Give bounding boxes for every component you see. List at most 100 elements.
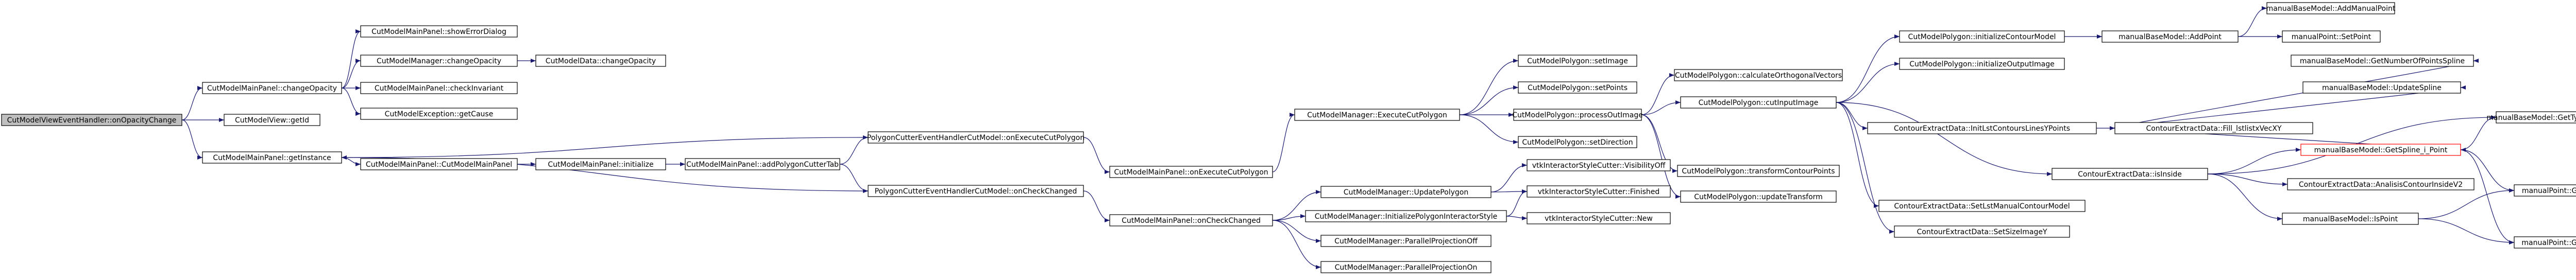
graph-node[interactable]: CutModelMainPanel::checkInvariant [360, 82, 518, 94]
graph-node[interactable]: manualBaseModel::AddPoint [2102, 30, 2239, 43]
graph-node[interactable]: CutModelPolygon::setDirection [1518, 136, 1637, 148]
graph-node[interactable]: CutModelMainPanel::onExecuteCutPolygon [1109, 166, 1273, 178]
graph-node[interactable]: ContourExtractData::SetSizeImageY [1894, 225, 2070, 238]
graph-node[interactable]: vtkInteractorStyleCutter::Finished [1527, 185, 1671, 198]
graph-node[interactable]: manualBaseModel::IsPoint [2282, 213, 2419, 225]
graph-node[interactable]: ContourExtractData::Fill_lstlistxVecXY [2114, 122, 2313, 134]
graph-node[interactable]: CutModelManager::ExecuteCutPolygon [1294, 109, 1460, 121]
node-box [685, 158, 840, 170]
node-box [1899, 30, 2065, 43]
graph-node[interactable]: CutModelMainPanel::showErrorDialog [360, 25, 518, 38]
node-label: CutModelMainPanel::showErrorDialog [371, 28, 506, 36]
node-box [1527, 159, 1671, 171]
graph-node[interactable]: CutModelException::getCause [360, 108, 518, 120]
graph-node[interactable]: CutModelData::changeOpacity [535, 55, 666, 67]
node-box [1, 114, 182, 126]
node-label: CutModelPolygon::setPoints [1528, 84, 1628, 92]
graph-node[interactable]: CutModelMainPanel::onCheckChanged [1109, 214, 1273, 226]
node-label: PolygonCutterEventHandlerCutModel::onExe… [867, 134, 1084, 142]
node-label: manualPoint::SetPoint [2292, 33, 2371, 41]
graph-node[interactable]: PolygonCutterEventHandlerCutModel::onExe… [867, 131, 1084, 144]
graph-node[interactable]: vtkInteractorStyleCutter::VisibilityOff [1527, 159, 1671, 171]
node-box [1294, 109, 1460, 121]
graph-node[interactable]: CutModelPolygon::setImage [1518, 55, 1637, 67]
graph-node[interactable]: ContourExtractData::isInside [2052, 168, 2208, 180]
graph-node[interactable]: manualBaseModel::UpdateSpline [2302, 81, 2461, 94]
node-box [202, 151, 342, 164]
graph-node[interactable]: CutModelMainPanel::getInstance [202, 151, 342, 164]
node-box [360, 82, 518, 94]
node-box [2302, 81, 2461, 94]
call-edge [2238, 6, 2267, 37]
graph-node[interactable]: ContourExtractData::AnalisisContourInsid… [2287, 178, 2475, 190]
node-label: ContourExtractData::SetSizeImageY [1917, 228, 2047, 236]
call-edge [341, 59, 361, 89]
call-edge [2114, 59, 2479, 129]
node-label: CutModelMainPanel::changeOpacity [207, 84, 337, 93]
call-edge [1506, 216, 1528, 220]
graph-node[interactable]: CutModelMainPanel::initialize [535, 158, 666, 170]
graph-node[interactable]: CutModelPolygon::processOutImage [1512, 109, 1643, 121]
graph-node[interactable]: ContourExtractData::SetLstManualContourM… [1878, 200, 2086, 212]
graph-node[interactable]: CutModelViewEventHandler::onOpacityChang… [1, 114, 182, 126]
node-label: CutModelPolygon::setImage [1527, 57, 1628, 65]
graph-node[interactable]: manualBaseModel::GetNumberOfPointsSpline [2291, 55, 2474, 67]
graph-node[interactable]: CutModelMainPanel::CutModelMainPanel [360, 158, 518, 170]
node-label: CutModelMainPanel::CutModelMainPanel [366, 161, 512, 169]
node-label: CutModelPolygon::initializeOutputImage [1909, 60, 2054, 68]
graph-node[interactable]: manualPoint::GetX [2514, 236, 2576, 249]
graph-node[interactable]: vtkInteractorStyleCutter::New [1527, 212, 1671, 224]
node-box [1674, 69, 1843, 81]
graph-node[interactable]: CutModelPolygon::updateTransform [1680, 190, 1837, 203]
node-box [2266, 2, 2395, 14]
graph-node[interactable]: CutModelView::getId [224, 114, 320, 126]
call-edge [2460, 115, 2497, 150]
call-edge [1641, 73, 1675, 115]
call-edge [1272, 190, 1321, 221]
node-label: ContourExtractData::SetLstManualContourM… [1894, 202, 2070, 211]
graph-node[interactable]: manualBaseModel::GetTypeModel [2486, 111, 2576, 124]
graph-node[interactable]: CutModelManager::changeOpacity [360, 55, 518, 67]
node-box [2300, 144, 2461, 156]
call-edge [2207, 173, 2283, 221]
graph-node[interactable]: CutModelPolygon::transformContourPoints [1677, 165, 1840, 177]
graph-node[interactable]: manualPoint::GetY [2514, 184, 2576, 197]
node-box [1513, 109, 1642, 121]
call-edge [1083, 137, 1110, 174]
graph-node[interactable]: PolygonCutterEventHandlerCutModel::onChe… [868, 185, 1084, 197]
graph-node[interactable]: CutModelPolygon::calculateOrthogonalVect… [1674, 69, 1843, 81]
node-label: CutModelPolygon::transformContourPoints [1682, 167, 1835, 176]
call-edge [1641, 114, 1681, 199]
graph-node[interactable]: CutModelManager::UpdatePolygon [1320, 186, 1492, 198]
graph-node[interactable]: CutModelPolygon::cutInputImage [1680, 96, 1837, 109]
node-label: manualBaseModel::GetSpline_i_Point [2314, 146, 2448, 154]
graph-node[interactable]: CutModelMainPanel::addPolygonCutterTab [685, 158, 840, 170]
node-box [1527, 212, 1671, 224]
graph-node[interactable]: CutModelPolygon::initializeContourModel [1899, 30, 2065, 43]
node-label: CutModelMainPanel::onExecuteCutPolygon [1114, 168, 1268, 177]
node-label: CutModelPolygon::setDirection [1522, 138, 1633, 147]
node-box [1899, 58, 2065, 70]
graph-node[interactable]: ContourExtractData::InitLstContoursLines… [1867, 122, 2097, 134]
node-label: CutModelMainPanel::onCheckChanged [1122, 217, 1261, 225]
graph-node[interactable]: CutModelManager::ParallelProjectionOn [1320, 261, 1492, 273]
node-box [2282, 30, 2381, 43]
node-label: CutModelMainPanel::addPolygonCutterTab [686, 161, 839, 169]
node-label: ContourExtractData::Fill_lstlistxVecXY [2146, 125, 2282, 133]
call-edge [1490, 163, 1528, 192]
graph-node[interactable]: CutModelPolygon::initializeOutputImage [1899, 58, 2065, 70]
node-box [360, 158, 518, 170]
node-box [1518, 55, 1637, 67]
graph-node[interactable]: manualBaseModel::AddManualPoint [2266, 2, 2396, 14]
graph-node[interactable]: manualPoint::SetPoint [2282, 30, 2381, 43]
call-edge [1506, 189, 1528, 217]
graph-node[interactable]: CutModelManager::InitializePolygonIntera… [1305, 210, 1507, 222]
node-label: CutModelPolygon::initializeContourModel [1908, 33, 2056, 41]
graph-node[interactable]: CutModelPolygon::setPoints [1518, 81, 1637, 94]
graph-node[interactable]: CutModelMainPanel::changeOpacity [202, 82, 342, 94]
graph-node[interactable]: manualBaseModel::GetSpline_i_Point [2300, 144, 2461, 156]
node-box [360, 55, 518, 67]
graph-node[interactable]: CutModelManager::ParallelProjectionOff [1320, 235, 1492, 247]
call-edge [1836, 102, 1879, 208]
